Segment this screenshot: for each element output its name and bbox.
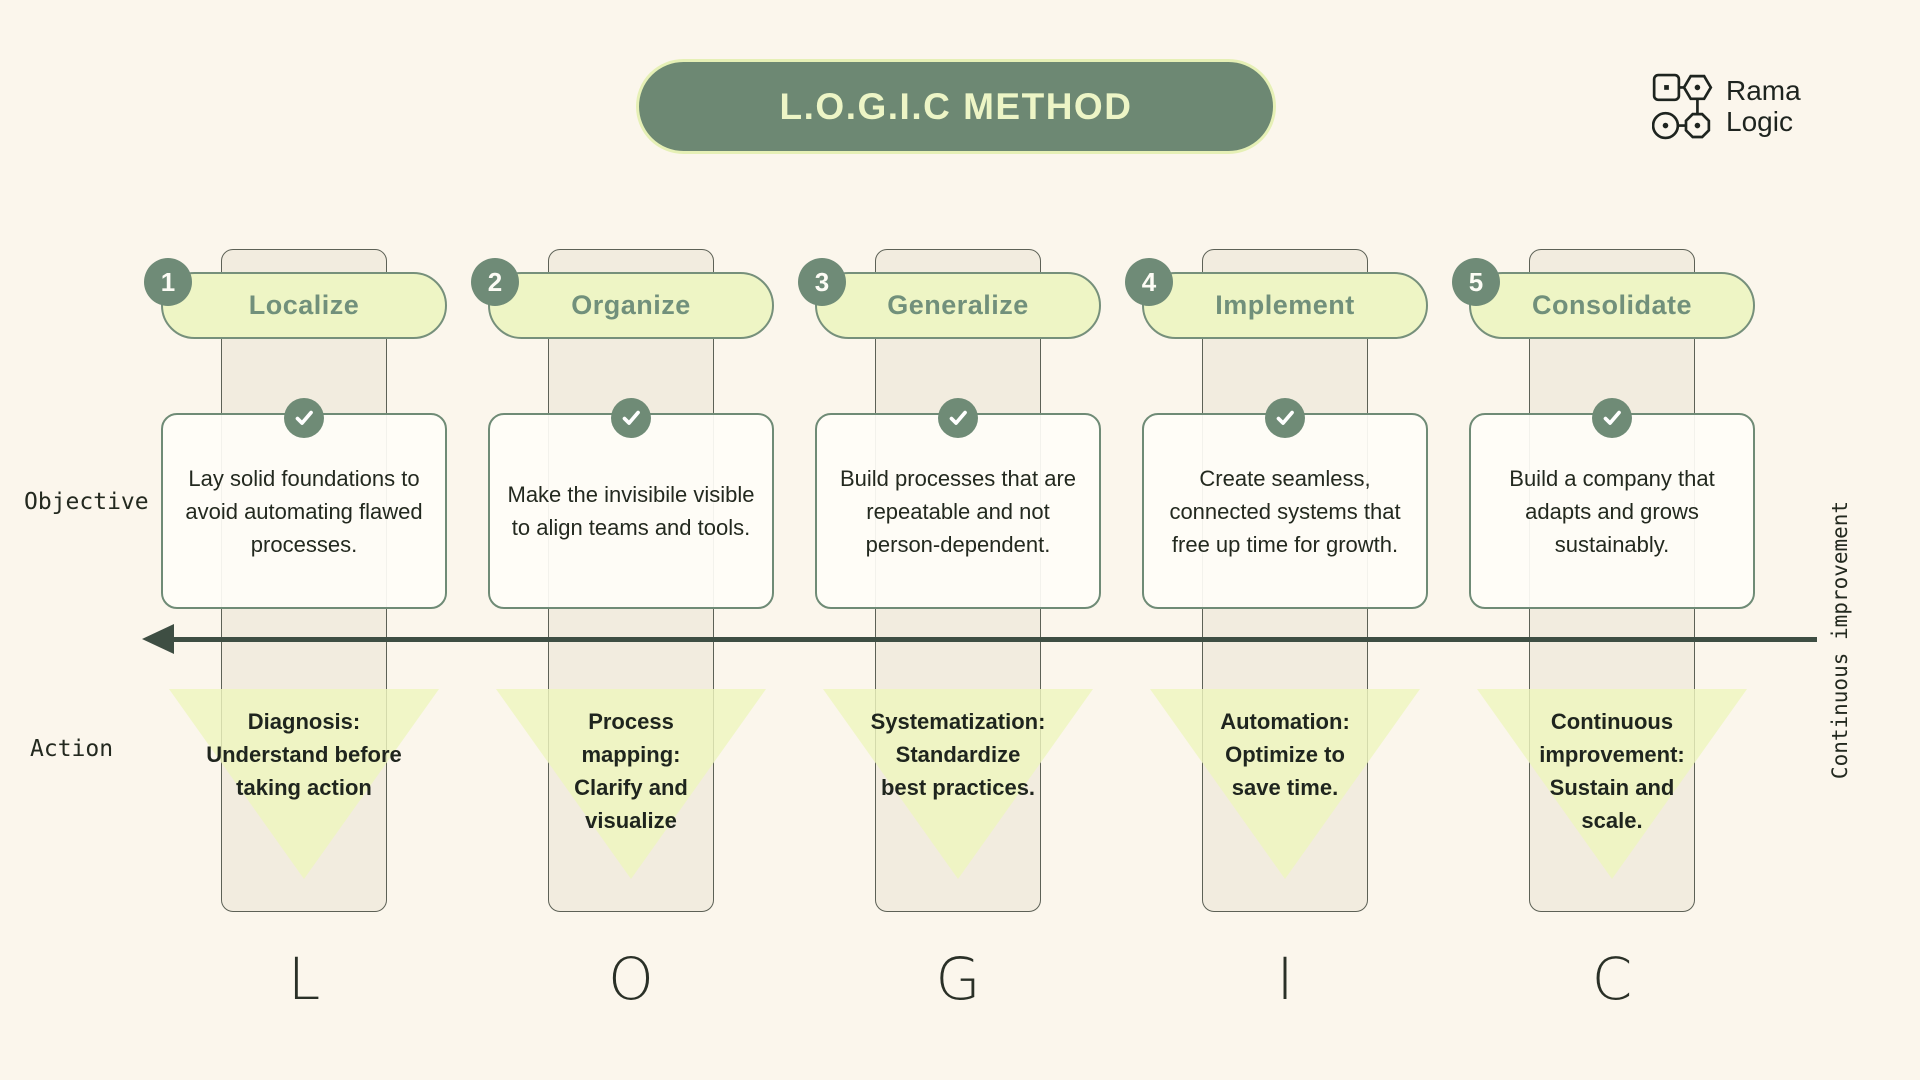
stage-pill: Implement <box>1142 272 1428 339</box>
continuous-improvement-label: Continuous improvement <box>1828 500 1852 780</box>
stage-letter: C <box>1591 945 1633 1013</box>
check-icon <box>1265 398 1305 438</box>
objective-row-label: Objective <box>24 489 149 515</box>
method-column-consolidate: Consolidate 5 Build a company that adapt… <box>1447 0 1777 1080</box>
action-row-label: Action <box>30 736 114 762</box>
action-text: Automation: Optimize to save time. <box>1220 709 1350 800</box>
stage-number-badge: 4 <box>1125 258 1173 306</box>
stage-letter: I <box>1276 945 1294 1013</box>
stage-name: Implement <box>1215 290 1355 320</box>
logo-icon <box>1652 72 1714 140</box>
stage-pill: Localize <box>161 272 447 339</box>
stage-letter: O <box>608 945 654 1013</box>
check-icon <box>284 398 324 438</box>
stage-name: Localize <box>248 290 360 320</box>
page-title: L.O.G.I.C METHOD <box>779 85 1133 127</box>
objective-text: Build a company that adapts and grows su… <box>1509 465 1715 557</box>
stage-number-badge: 5 <box>1452 258 1500 306</box>
stage-name: Consolidate <box>1531 290 1692 320</box>
stage-number: 2 <box>487 266 503 297</box>
objective-text: Build processes that are repeatable and … <box>839 465 1077 557</box>
stage-pill: Organize <box>488 272 774 339</box>
method-column-organize: Organize 2 Make the invisibile visible t… <box>466 0 796 1080</box>
stage-number: 1 <box>160 266 176 297</box>
objective-card: Lay solid foundations to avoid automatin… <box>161 413 447 609</box>
method-column-implement: Implement 4 Create seamless, connected s… <box>1120 0 1450 1080</box>
action-text: Process mapping: Clarify and visualize <box>574 709 688 833</box>
improvement-arrow-line <box>166 637 1817 642</box>
stage-name: Generalize <box>887 290 1029 320</box>
title-banner: L.O.G.I.C METHOD <box>636 59 1276 154</box>
arrow-left-icon <box>142 624 174 654</box>
logo-wordmark: Rama Logic <box>1726 75 1801 138</box>
logo-line2: Logic <box>1726 106 1793 137</box>
stage-number-badge: 2 <box>471 258 519 306</box>
check-icon <box>611 398 651 438</box>
check-icon <box>938 398 978 438</box>
method-column-localize: Localize 1 Lay solid foundations to avoi… <box>139 0 469 1080</box>
objective-card: Create seamless, connected systems that … <box>1142 413 1428 609</box>
stage-number: 3 <box>814 266 830 297</box>
objective-card: Build a company that adapts and grows su… <box>1469 413 1755 609</box>
method-column-generalize: Generalize 3 Build processes that are re… <box>793 0 1123 1080</box>
stage-letter: G <box>935 945 981 1013</box>
objective-card: Make the invisibile visible to align tea… <box>488 413 774 609</box>
brand-logo: Rama Logic <box>1652 72 1801 140</box>
objective-text: Create seamless, connected systems that … <box>1169 465 1401 557</box>
stage-letter: L <box>287 945 321 1013</box>
objective-text: Make the invisibile visible to align tea… <box>507 482 755 540</box>
stage-number-badge: 3 <box>798 258 846 306</box>
objective-card: Build processes that are repeatable and … <box>815 413 1101 609</box>
objective-text: Lay solid foundations to avoid automatin… <box>185 465 423 557</box>
action-text: Systematization: Standardize best practi… <box>870 709 1046 800</box>
stage-pill: Consolidate <box>1469 272 1755 339</box>
logo-line1: Rama <box>1726 74 1801 106</box>
action-text: Diagnosis: Understand before taking acti… <box>206 709 402 800</box>
action-text: Continuous improvement: Sustain and scal… <box>1539 709 1685 833</box>
stage-number-badge: 1 <box>144 258 192 306</box>
stage-name: Organize <box>571 290 691 320</box>
stage-pill: Generalize <box>815 272 1101 339</box>
stage-number: 4 <box>1141 266 1157 297</box>
stage-number: 5 <box>1468 266 1484 297</box>
check-icon <box>1592 398 1632 438</box>
